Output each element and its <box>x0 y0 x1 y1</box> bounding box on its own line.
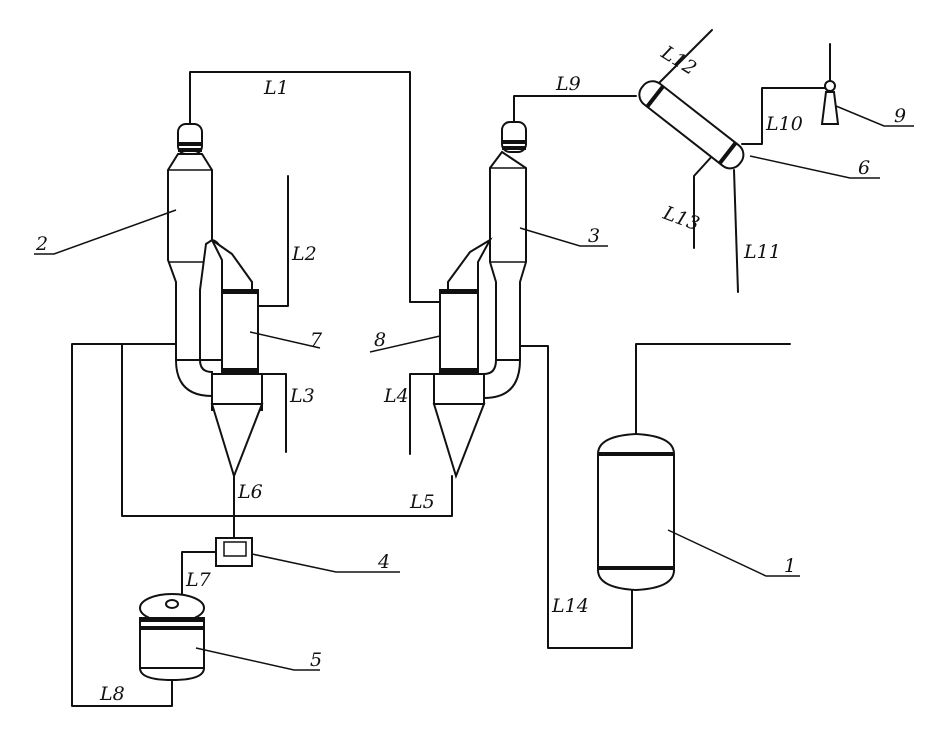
equipment-label-6: 6 <box>858 157 870 179</box>
pipe-l4 <box>409 373 437 455</box>
leader-5 <box>195 647 320 671</box>
leader-8 <box>369 335 441 353</box>
line-label-l8: L8 <box>99 683 125 705</box>
pipe-l11 <box>733 169 739 293</box>
equipment-label-5: 5 <box>310 649 322 671</box>
vessel-5 <box>138 593 206 682</box>
equipment-label-7: 7 <box>310 329 323 351</box>
vessel-4 <box>215 537 253 567</box>
leader-7 <box>249 331 321 349</box>
flare-9 <box>820 43 840 125</box>
line-label-l11: L11 <box>743 241 781 263</box>
leader-3 <box>519 227 608 247</box>
cyclone-8 <box>432 289 486 480</box>
line-label-l10: L10 <box>765 113 803 135</box>
vessel-1 <box>597 432 675 592</box>
cyclone-7 <box>210 289 264 480</box>
equipment-label-4: 4 <box>377 551 390 573</box>
line-label-l12: L12 <box>657 41 701 80</box>
line-label-l4: L4 <box>383 385 409 407</box>
leader-4 <box>251 553 400 573</box>
pipe-l2 <box>257 175 289 307</box>
pipe-l5 <box>121 343 453 517</box>
pipe-vessel1-top <box>635 343 791 439</box>
pipe-l14 <box>519 345 633 649</box>
equipment-label-2: 2 <box>35 233 48 255</box>
leader-9 <box>835 105 914 127</box>
equipment-label-9: 9 <box>894 105 906 127</box>
line-label-l14: L14 <box>551 595 589 617</box>
line-label-l5: L5 <box>409 491 435 513</box>
line-label-l6: L6 <box>237 481 263 503</box>
pipe-l3 <box>261 373 287 453</box>
leader-2 <box>34 209 177 255</box>
pipe-l7 <box>181 551 219 599</box>
condenser-6 <box>638 80 745 170</box>
line-label-l7: L7 <box>185 569 212 591</box>
leader-6 <box>749 155 880 179</box>
column-2 <box>167 123 253 398</box>
line-label-l2: L2 <box>291 243 317 265</box>
line-label-l1: L1 <box>263 77 289 99</box>
pipe-l13 <box>693 153 715 249</box>
equipment-label-8: 8 <box>374 329 386 351</box>
line-label-l13: L13 <box>659 202 702 236</box>
leader-1 <box>667 529 800 577</box>
line-label-l9: L9 <box>555 73 581 95</box>
pipe-l10 <box>741 87 827 145</box>
column-3 <box>447 121 527 400</box>
equipment-label-1: 1 <box>784 555 796 577</box>
equipment-label-3: 3 <box>588 225 600 247</box>
pipe-l8 <box>71 343 177 707</box>
pipe-l1 <box>189 71 441 303</box>
pipe-l9 <box>513 95 637 127</box>
pipe-l12 <box>659 29 713 83</box>
line-label-l3: L3 <box>289 385 315 407</box>
